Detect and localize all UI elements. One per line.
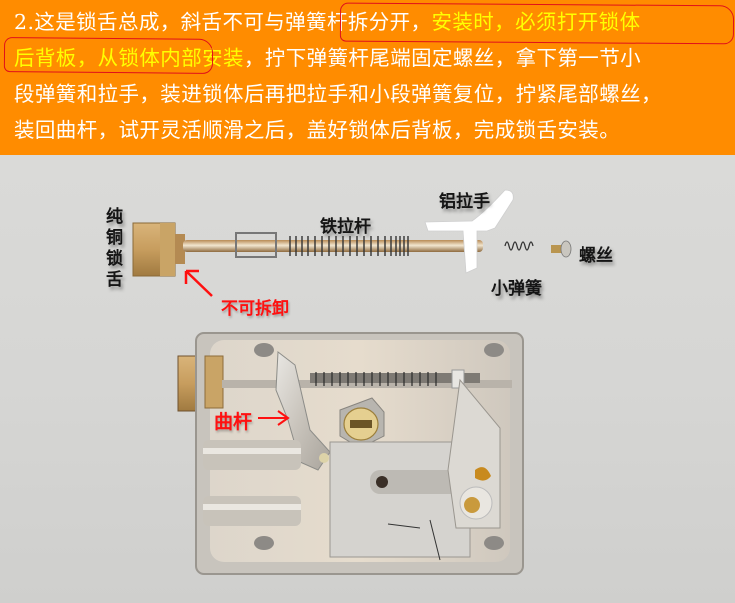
label-aluminum-handle: 铝拉手: [439, 192, 490, 212]
copper-bolt: [132, 222, 185, 277]
instruction-banner: 2.这是锁舌总成，斜舌不可与弹簧杆拆分开，安装时，必须打开锁体 后背板，从锁体内…: [0, 0, 735, 155]
small-spring: [504, 241, 534, 251]
label-no-disassemble: 不可拆卸: [221, 299, 289, 319]
label-crank: 曲杆: [214, 411, 253, 433]
crank-arrow: [258, 410, 290, 426]
instruction-line-2: 后背板，从锁体内部安装，拧下弹簧杆尾端固定螺丝，拿下第一节小: [14, 40, 734, 76]
no-disassemble-arrow: [184, 269, 213, 297]
exploded-parts-illustration: [132, 189, 572, 575]
label-small-spring: 小弹簧: [491, 279, 542, 299]
instruction-text-segment: ，拧下弹簧杆尾端固定螺丝，拿下第一节小: [243, 46, 642, 70]
instruction-line-1: 2.这是锁舌总成，斜舌不可与弹簧杆拆分开，安装时，必须打开锁体: [14, 4, 734, 40]
screw: [551, 240, 572, 258]
instruction-line-4: 装回曲杆，试开灵活顺滑之后，盖好锁体后背板，完成锁舌安装。: [14, 118, 621, 142]
label-copper-bolt: 纯铜锁舌: [106, 207, 123, 290]
iron-pull-rod: [183, 232, 483, 258]
lock-parts-photo: 纯铜锁舌 铁拉杆 铝拉手 小弹簧 螺丝 不可拆卸 曲杆: [0, 155, 735, 603]
aluminum-handle: [424, 189, 514, 274]
instruction-highlight: 安装时，必须打开锁体: [431, 10, 641, 34]
instruction-line-3: 段弹簧和拉手，装进锁体后再把拉手和小段弹簧复位，拧紧尾部螺丝，: [14, 82, 662, 106]
instruction-text: 2.这是锁舌总成，斜舌不可与弹簧杆拆分开，安装时，必须打开锁体 后背板，从锁体内…: [14, 4, 734, 148]
instruction-highlight: 后背板，从锁体内部安装: [14, 46, 244, 70]
label-iron-rod: 铁拉杆: [320, 217, 371, 237]
label-screw: 螺丝: [579, 246, 613, 266]
instruction-text-segment: 2.这是锁舌总成，斜舌不可与弹簧杆拆分开，: [14, 10, 432, 34]
lock-body: [177, 332, 524, 575]
